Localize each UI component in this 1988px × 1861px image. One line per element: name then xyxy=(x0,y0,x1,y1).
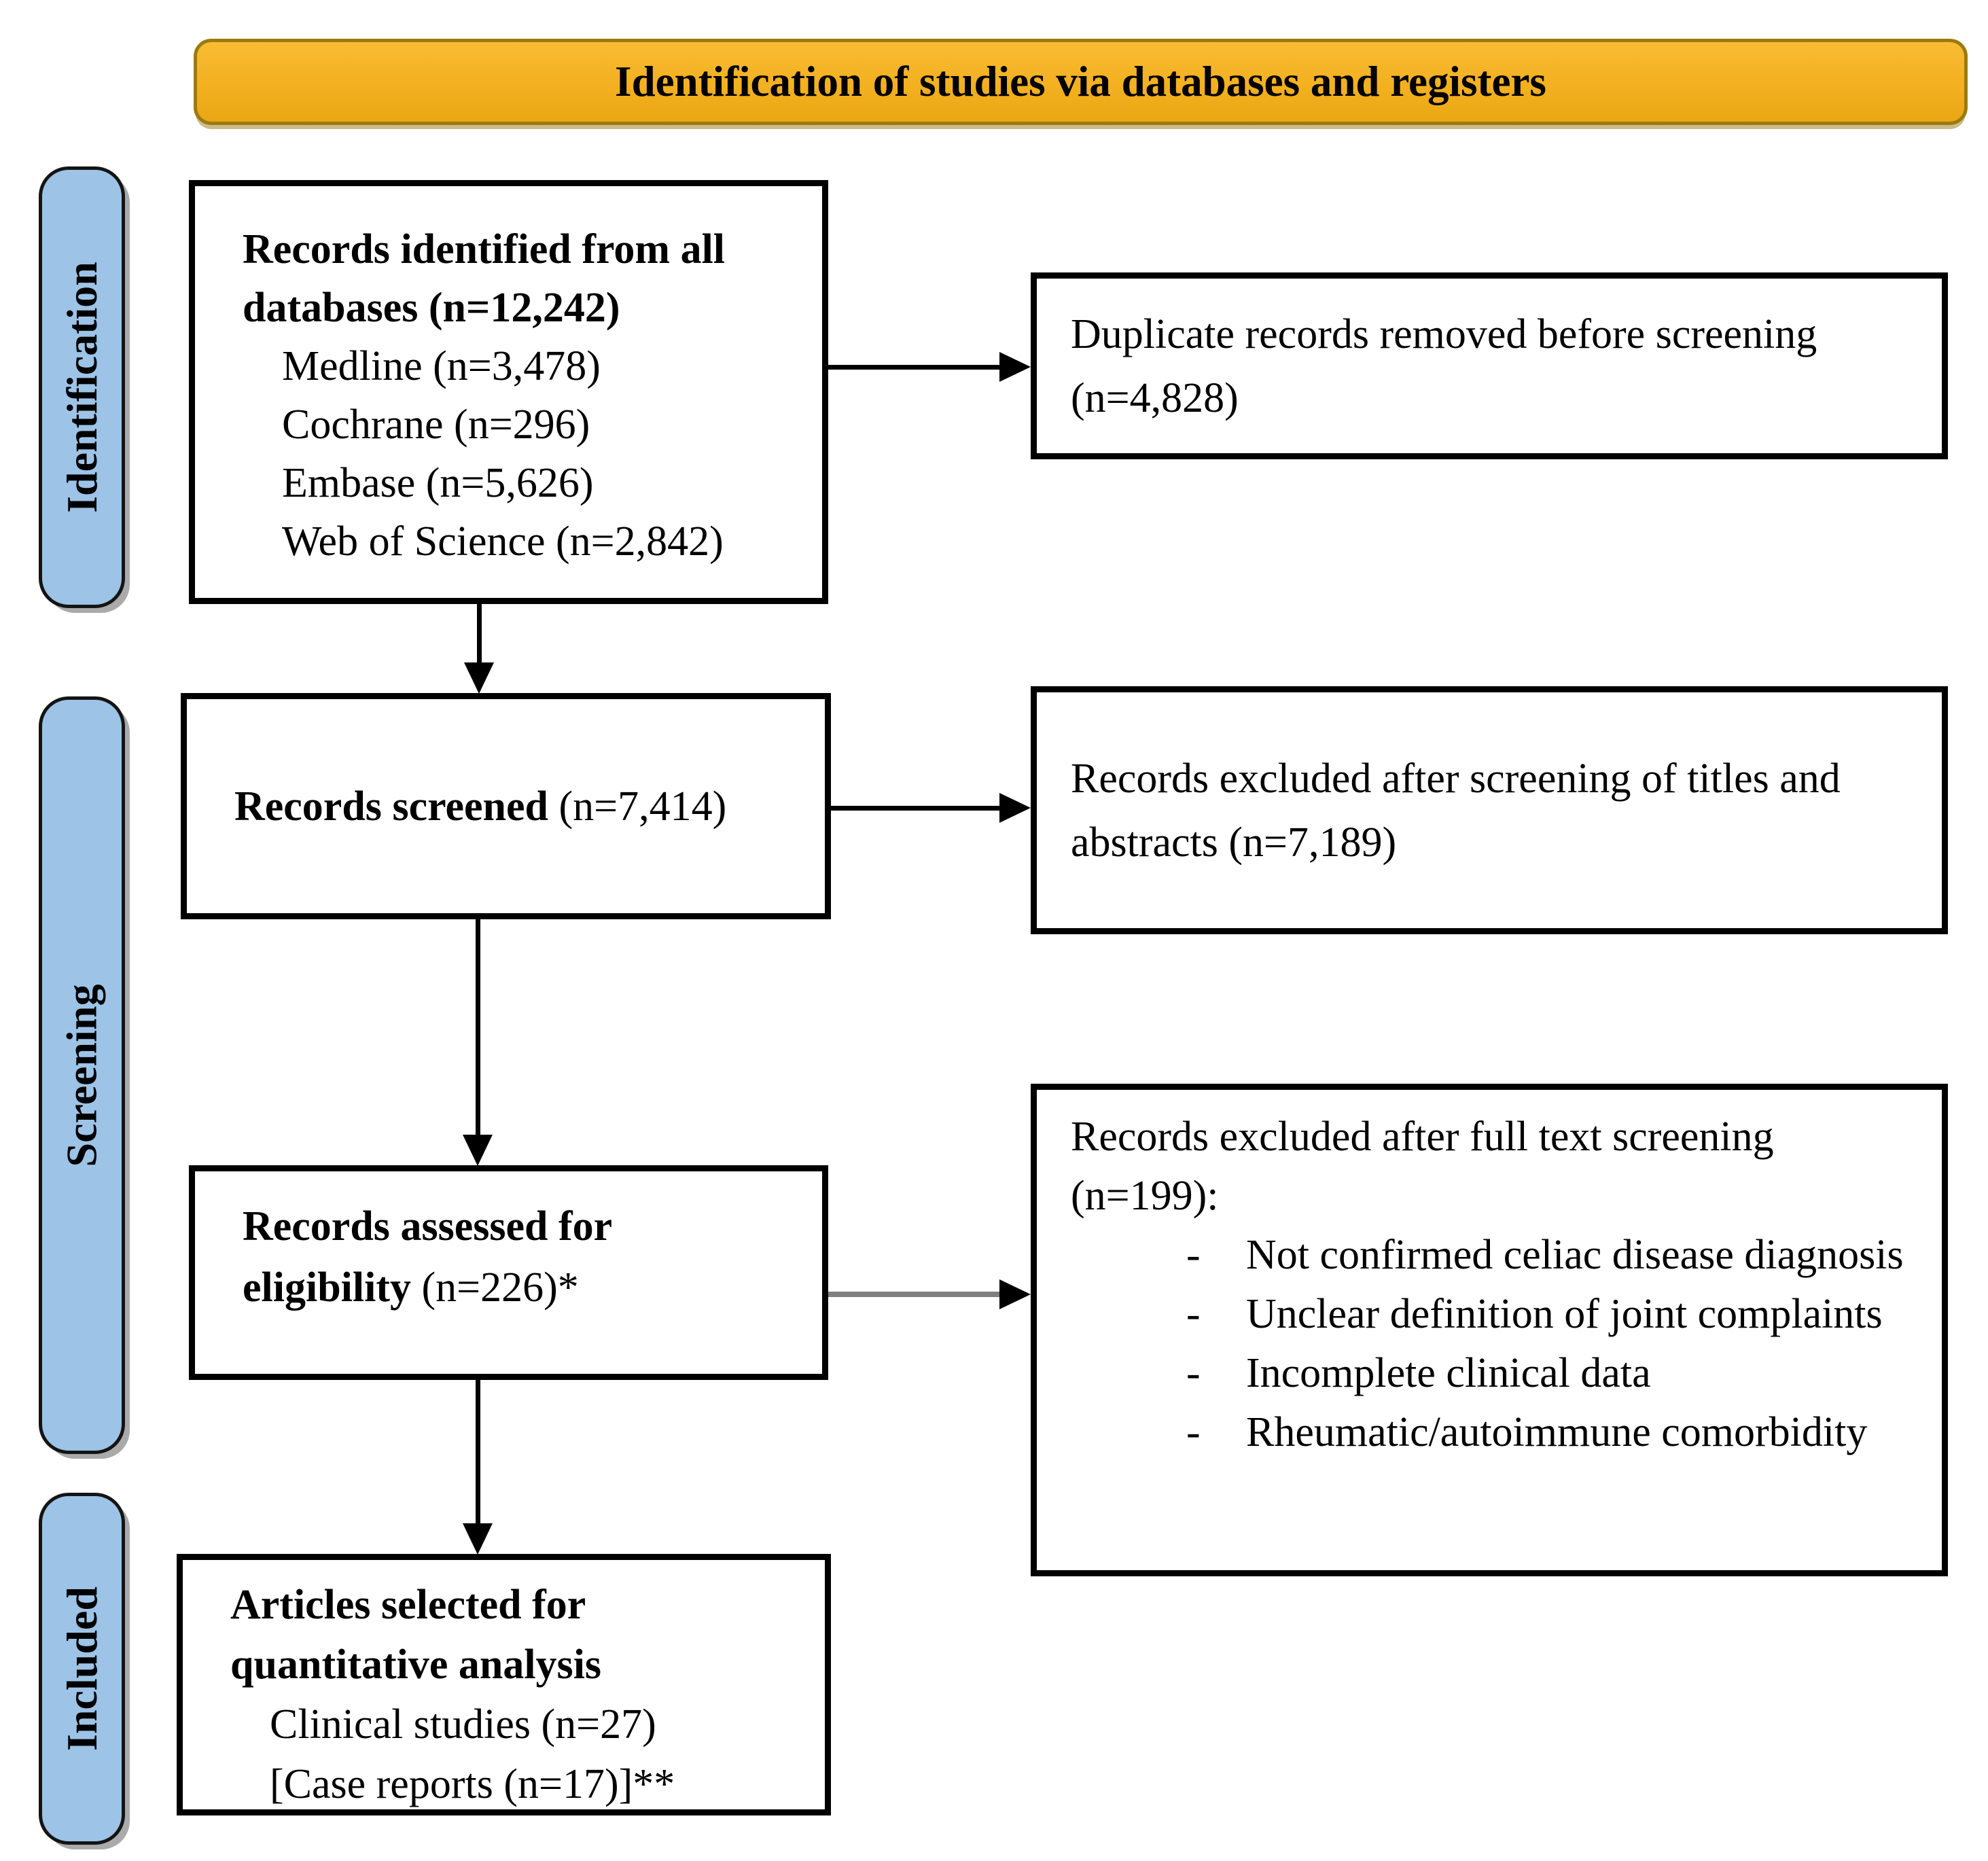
records-screened-count: (n=7,414) xyxy=(558,783,727,830)
excluded-full-text-intro: Records excluded after full text screeni… xyxy=(1071,1114,1774,1219)
exclusion-reason-unclear-definition: Unclear definition of joint complaints xyxy=(1246,1291,1883,1337)
records-identified-item-web-of-science: Web of Science (n=2,842) xyxy=(282,518,724,565)
articles-selected-title: Articles selected for quantitative analy… xyxy=(230,1582,602,1688)
side-box-excluded-titles-abstracts: Records excluded after screening of titl… xyxy=(1031,686,1948,934)
stage-tab-screening: Screening xyxy=(39,696,125,1454)
records-assessed-title: Records assessed for eligibility xyxy=(243,1203,612,1311)
records-assessed-count: (n=226)* xyxy=(421,1264,579,1311)
title-banner: Identification of studies via databases … xyxy=(194,39,1968,125)
stage-tab-included-label: Included xyxy=(57,1587,106,1751)
exclusion-reason-row: - Rheumatic/autoimmune comorbidity xyxy=(1071,1403,1921,1462)
records-identified-item-cochrane: Cochrane (n=296) xyxy=(282,402,590,448)
arrowhead-right-icon xyxy=(999,1279,1031,1309)
arrowhead-right-icon xyxy=(999,352,1031,382)
arrowhead-down-icon xyxy=(463,1523,493,1555)
exclusion-reason-row: - Not confirmed celiac disease diagnosis xyxy=(1071,1226,1921,1285)
dash-bullet: - xyxy=(1186,1232,1201,1278)
stage-tab-screening-label: Screening xyxy=(57,983,106,1167)
arrow-shaft xyxy=(476,919,480,1135)
articles-selected-item-clinical-studies: Clinical studies (n=27) xyxy=(270,1701,656,1748)
records-identified-item-embase: Embase (n=5,626) xyxy=(282,460,594,506)
dash-bullet: - xyxy=(1186,1409,1201,1455)
exclusion-reason-incomplete-data: Incomplete clinical data xyxy=(1246,1350,1651,1396)
dash-bullet: - xyxy=(1186,1291,1201,1337)
articles-selected-item-case-reports: [Case reports (n=17)]** xyxy=(270,1761,675,1807)
records-assessed-text: Records assessed for eligibility (n=226)… xyxy=(243,1196,781,1318)
arrow-shaft xyxy=(477,604,482,662)
records-screened-text: Records screened (n=7,414) xyxy=(234,777,726,836)
side-box-excluded-full-text: Records excluded after full text screeni… xyxy=(1031,1084,1948,1576)
flow-box-articles-selected: Articles selected for quantitative analy… xyxy=(177,1554,831,1815)
exclusion-reason-not-confirmed: Not confirmed celiac disease diagnosis xyxy=(1246,1232,1904,1278)
flow-box-records-screened: Records screened (n=7,414) xyxy=(181,693,831,919)
arrowhead-right-icon xyxy=(999,793,1031,823)
exclusion-reason-row: - Unclear definition of joint complaints xyxy=(1071,1285,1921,1344)
side-box-duplicates-removed: Duplicate records removed before screeni… xyxy=(1031,272,1948,459)
flow-box-records-identified: Records identified from all databases (n… xyxy=(189,180,828,604)
flow-box-records-assessed: Records assessed for eligibility (n=226)… xyxy=(189,1165,828,1380)
records-screened-title: Records screened xyxy=(234,783,549,830)
stage-tab-identification: Identification xyxy=(39,166,125,608)
records-identified-item-medline: Medline (n=3,478) xyxy=(282,343,601,389)
arrowhead-down-icon xyxy=(464,662,494,694)
stage-tab-included: Included xyxy=(39,1493,125,1845)
arrow-shaft xyxy=(476,1380,480,1523)
dash-bullet: - xyxy=(1186,1350,1201,1396)
arrow-shaft xyxy=(831,806,999,811)
duplicates-removed-text: Duplicate records removed before screeni… xyxy=(1071,311,1817,421)
records-identified-title: Records identified from all databases (n… xyxy=(243,226,726,331)
title-banner-label: Identification of studies via databases … xyxy=(615,58,1546,105)
exclusion-reason-row: - Incomplete clinical data xyxy=(1071,1344,1921,1403)
exclusion-reason-comorbidity: Rheumatic/autoimmune comorbidity xyxy=(1246,1409,1868,1455)
arrow-shaft-gray xyxy=(828,1292,999,1297)
stage-tab-identification-label: Identification xyxy=(57,262,106,513)
arrowhead-down-icon xyxy=(463,1135,493,1166)
arrow-shaft xyxy=(828,365,999,370)
excluded-titles-abstracts-text: Records excluded after screening of titl… xyxy=(1071,755,1841,866)
